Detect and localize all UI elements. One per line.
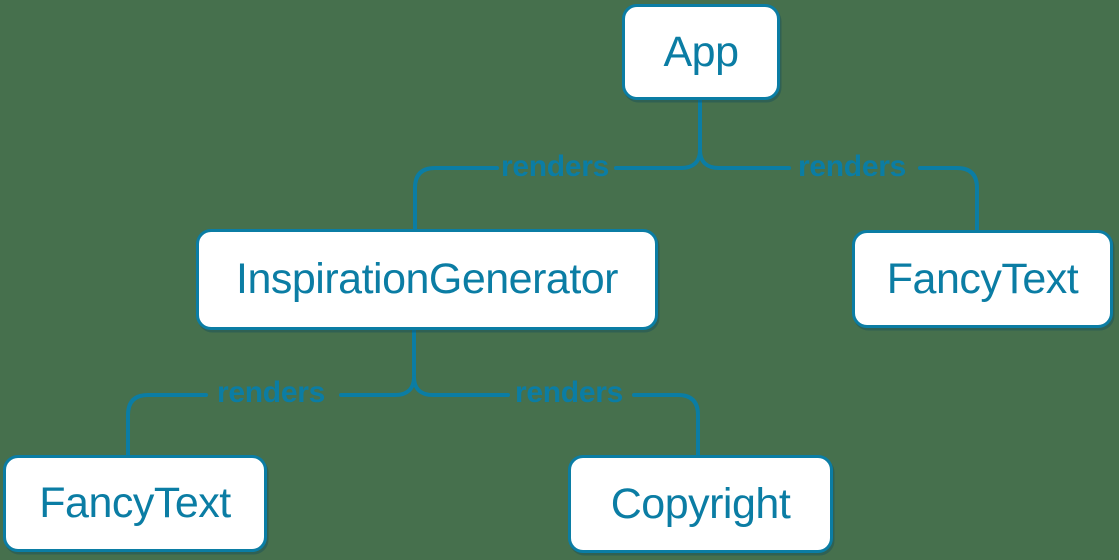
edge-label-inspirationgenerator-copyright: renders <box>515 376 623 409</box>
edge-inspirationgenerator-to-fancytext-line <box>126 393 208 459</box>
edge-app-flare-right-line <box>698 148 791 170</box>
edge-app-flare-left-line <box>614 148 702 170</box>
edge-app-to-fancytext-line <box>918 166 979 235</box>
edge-inspirationgenerator-to-copyright-line <box>632 393 700 459</box>
node-inspiration-generator: InspirationGenerator <box>196 229 658 330</box>
edge-app-to-inspirationgenerator-line <box>413 166 499 235</box>
node-fancy-text-bottom: FancyText <box>3 455 267 552</box>
node-copyright: Copyright <box>568 455 833 553</box>
node-fancy-text-top: FancyText <box>852 230 1113 328</box>
edge-label-inspirationgenerator-fancytext: renders <box>217 376 325 409</box>
edge-label-app-inspirationgenerator: renders <box>501 150 609 183</box>
edge-label-app-fancytext: renders <box>798 150 906 183</box>
edge-inspirationgenerator-flare-right-line <box>412 375 510 397</box>
edge-inspirationgenerator-flare-left-line <box>339 375 416 397</box>
node-app: App <box>622 4 780 100</box>
